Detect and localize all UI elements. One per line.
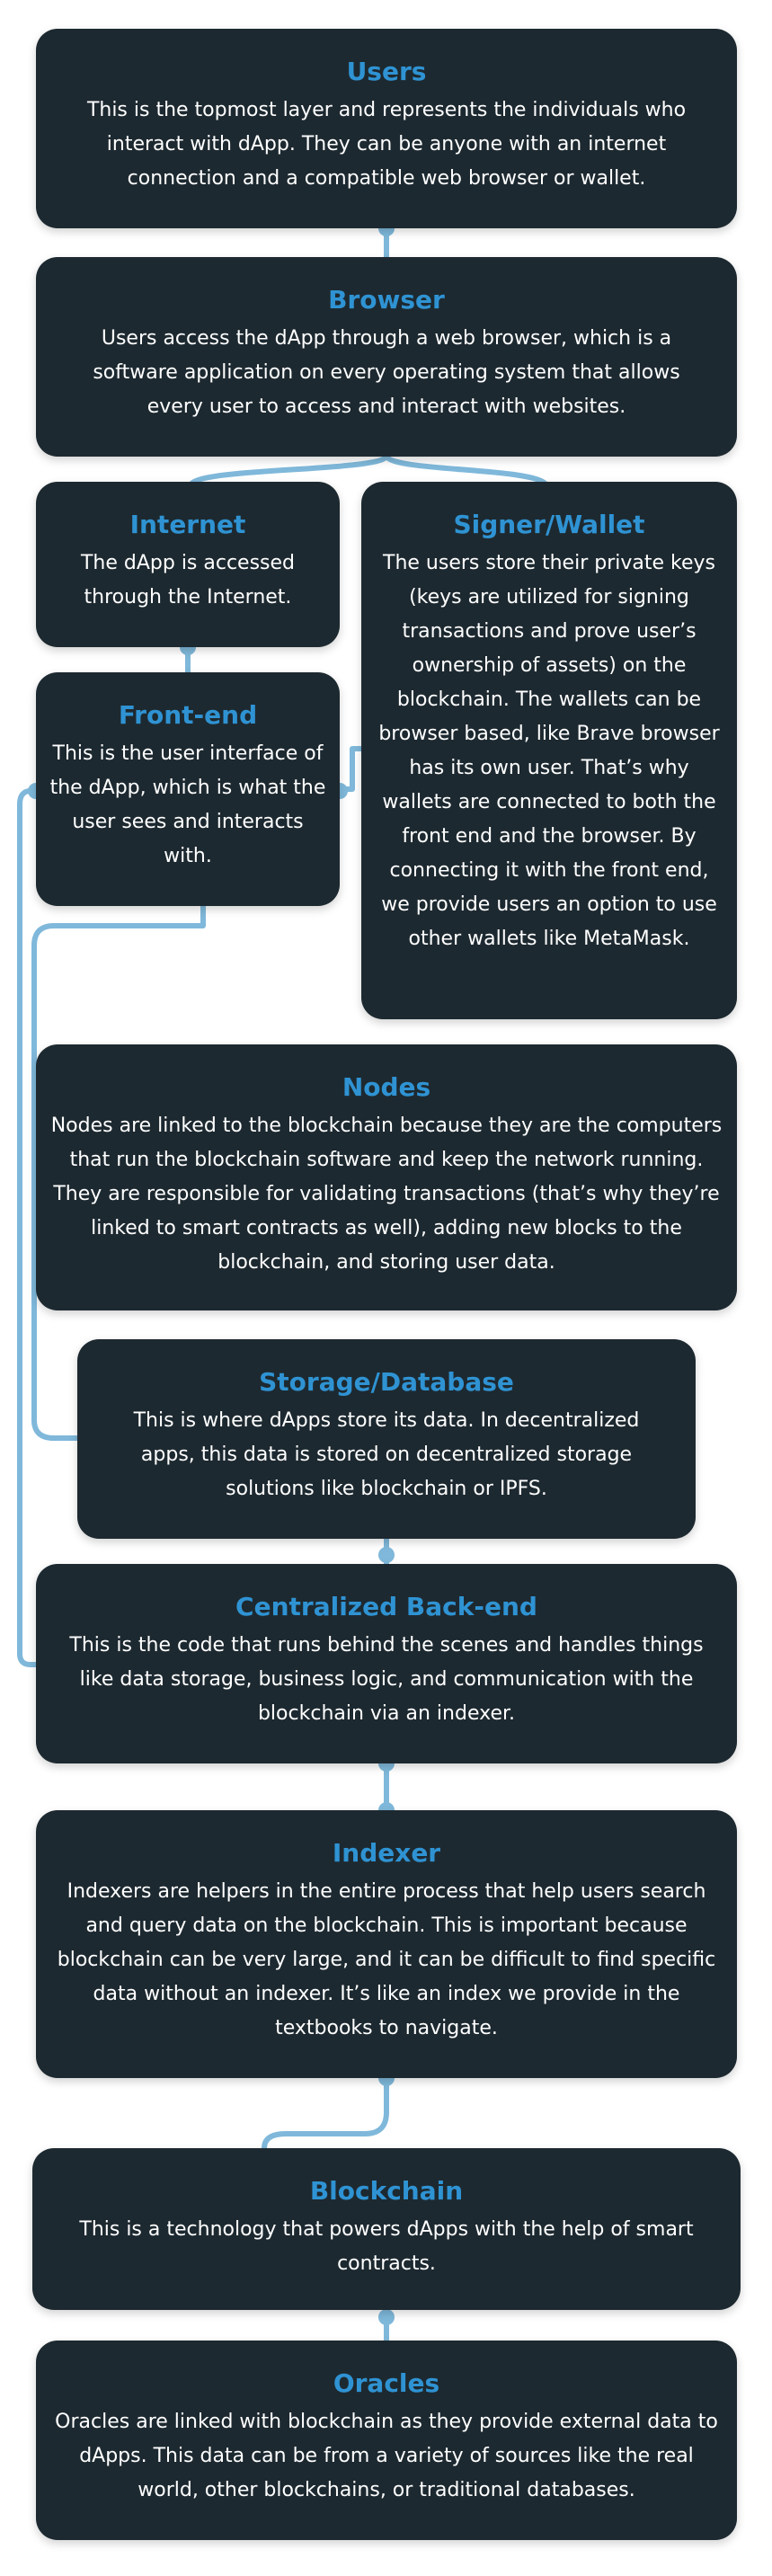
browser-description: Users access the dApp through a web brow… xyxy=(93,327,680,418)
nodes-description: Nodes are linked to the blockchain becau… xyxy=(50,1115,723,1274)
storage-database-description: This is where dApps store its data. In d… xyxy=(133,1409,640,1500)
internet-box: Internet The dApp is accessed through th… xyxy=(36,482,340,647)
frontend-box: Front-end This is the user interface of … xyxy=(36,672,340,906)
connector-dot xyxy=(378,2309,395,2325)
signer-wallet-box: Signer/Wallet The users store their priv… xyxy=(361,482,737,1019)
oracles-box: Oracles Oracles are linked with blockcha… xyxy=(36,2341,737,2540)
indexer-box: Indexer Indexers are helpers in the enti… xyxy=(36,1810,737,2078)
storage-database-title: Storage/Database xyxy=(259,1367,514,1397)
users-description: This is the topmost layer and represents… xyxy=(86,99,687,190)
centralized-backend-box: Centralized Back-end This is the code th… xyxy=(36,1564,737,1763)
frontend-description: This is the user interface of the dApp, … xyxy=(49,742,326,867)
blockchain-description: This is a technology that powers dApps w… xyxy=(79,2218,694,2275)
internet-description: The dApp is accessed through the Interne… xyxy=(80,552,296,608)
frontend-title: Front-end xyxy=(118,700,258,730)
users-box: Users This is the topmost layer and repr… xyxy=(36,29,737,228)
users-title: Users xyxy=(346,57,427,86)
indexer-title: Indexer xyxy=(332,1838,441,1868)
nodes-box: Nodes Nodes are linked to the blockchain… xyxy=(36,1044,737,1310)
indexer-description: Indexers are helpers in the entire proce… xyxy=(57,1880,716,2039)
signer-wallet-description: The users store their private keys (keys… xyxy=(378,552,720,950)
blockchain-title: Blockchain xyxy=(309,2176,464,2206)
centralized-backend-description: This is the code that runs behind the sc… xyxy=(69,1634,704,1725)
connector-signer-frontend xyxy=(337,746,364,792)
connector-frontend-centralized xyxy=(17,788,39,1667)
storage-database-box: Storage/Database This is where dApps sto… xyxy=(77,1339,696,1539)
browser-box: Browser Users access the dApp through a … xyxy=(36,257,737,457)
oracles-title: Oracles xyxy=(333,2368,440,2398)
connector-indexer-blockchain xyxy=(262,2075,389,2151)
centralized-backend-title: Centralized Back-end xyxy=(235,1592,537,1621)
browser-title: Browser xyxy=(328,285,445,315)
internet-title: Internet xyxy=(129,510,246,539)
signer-wallet-title: Signer/Wallet xyxy=(453,510,645,539)
oracles-description: Oracles are linked with blockchain as th… xyxy=(55,2411,718,2501)
blockchain-box: Blockchain This is a technology that pow… xyxy=(32,2148,741,2310)
nodes-title: Nodes xyxy=(342,1072,431,1102)
connector-dot xyxy=(378,1547,395,1563)
